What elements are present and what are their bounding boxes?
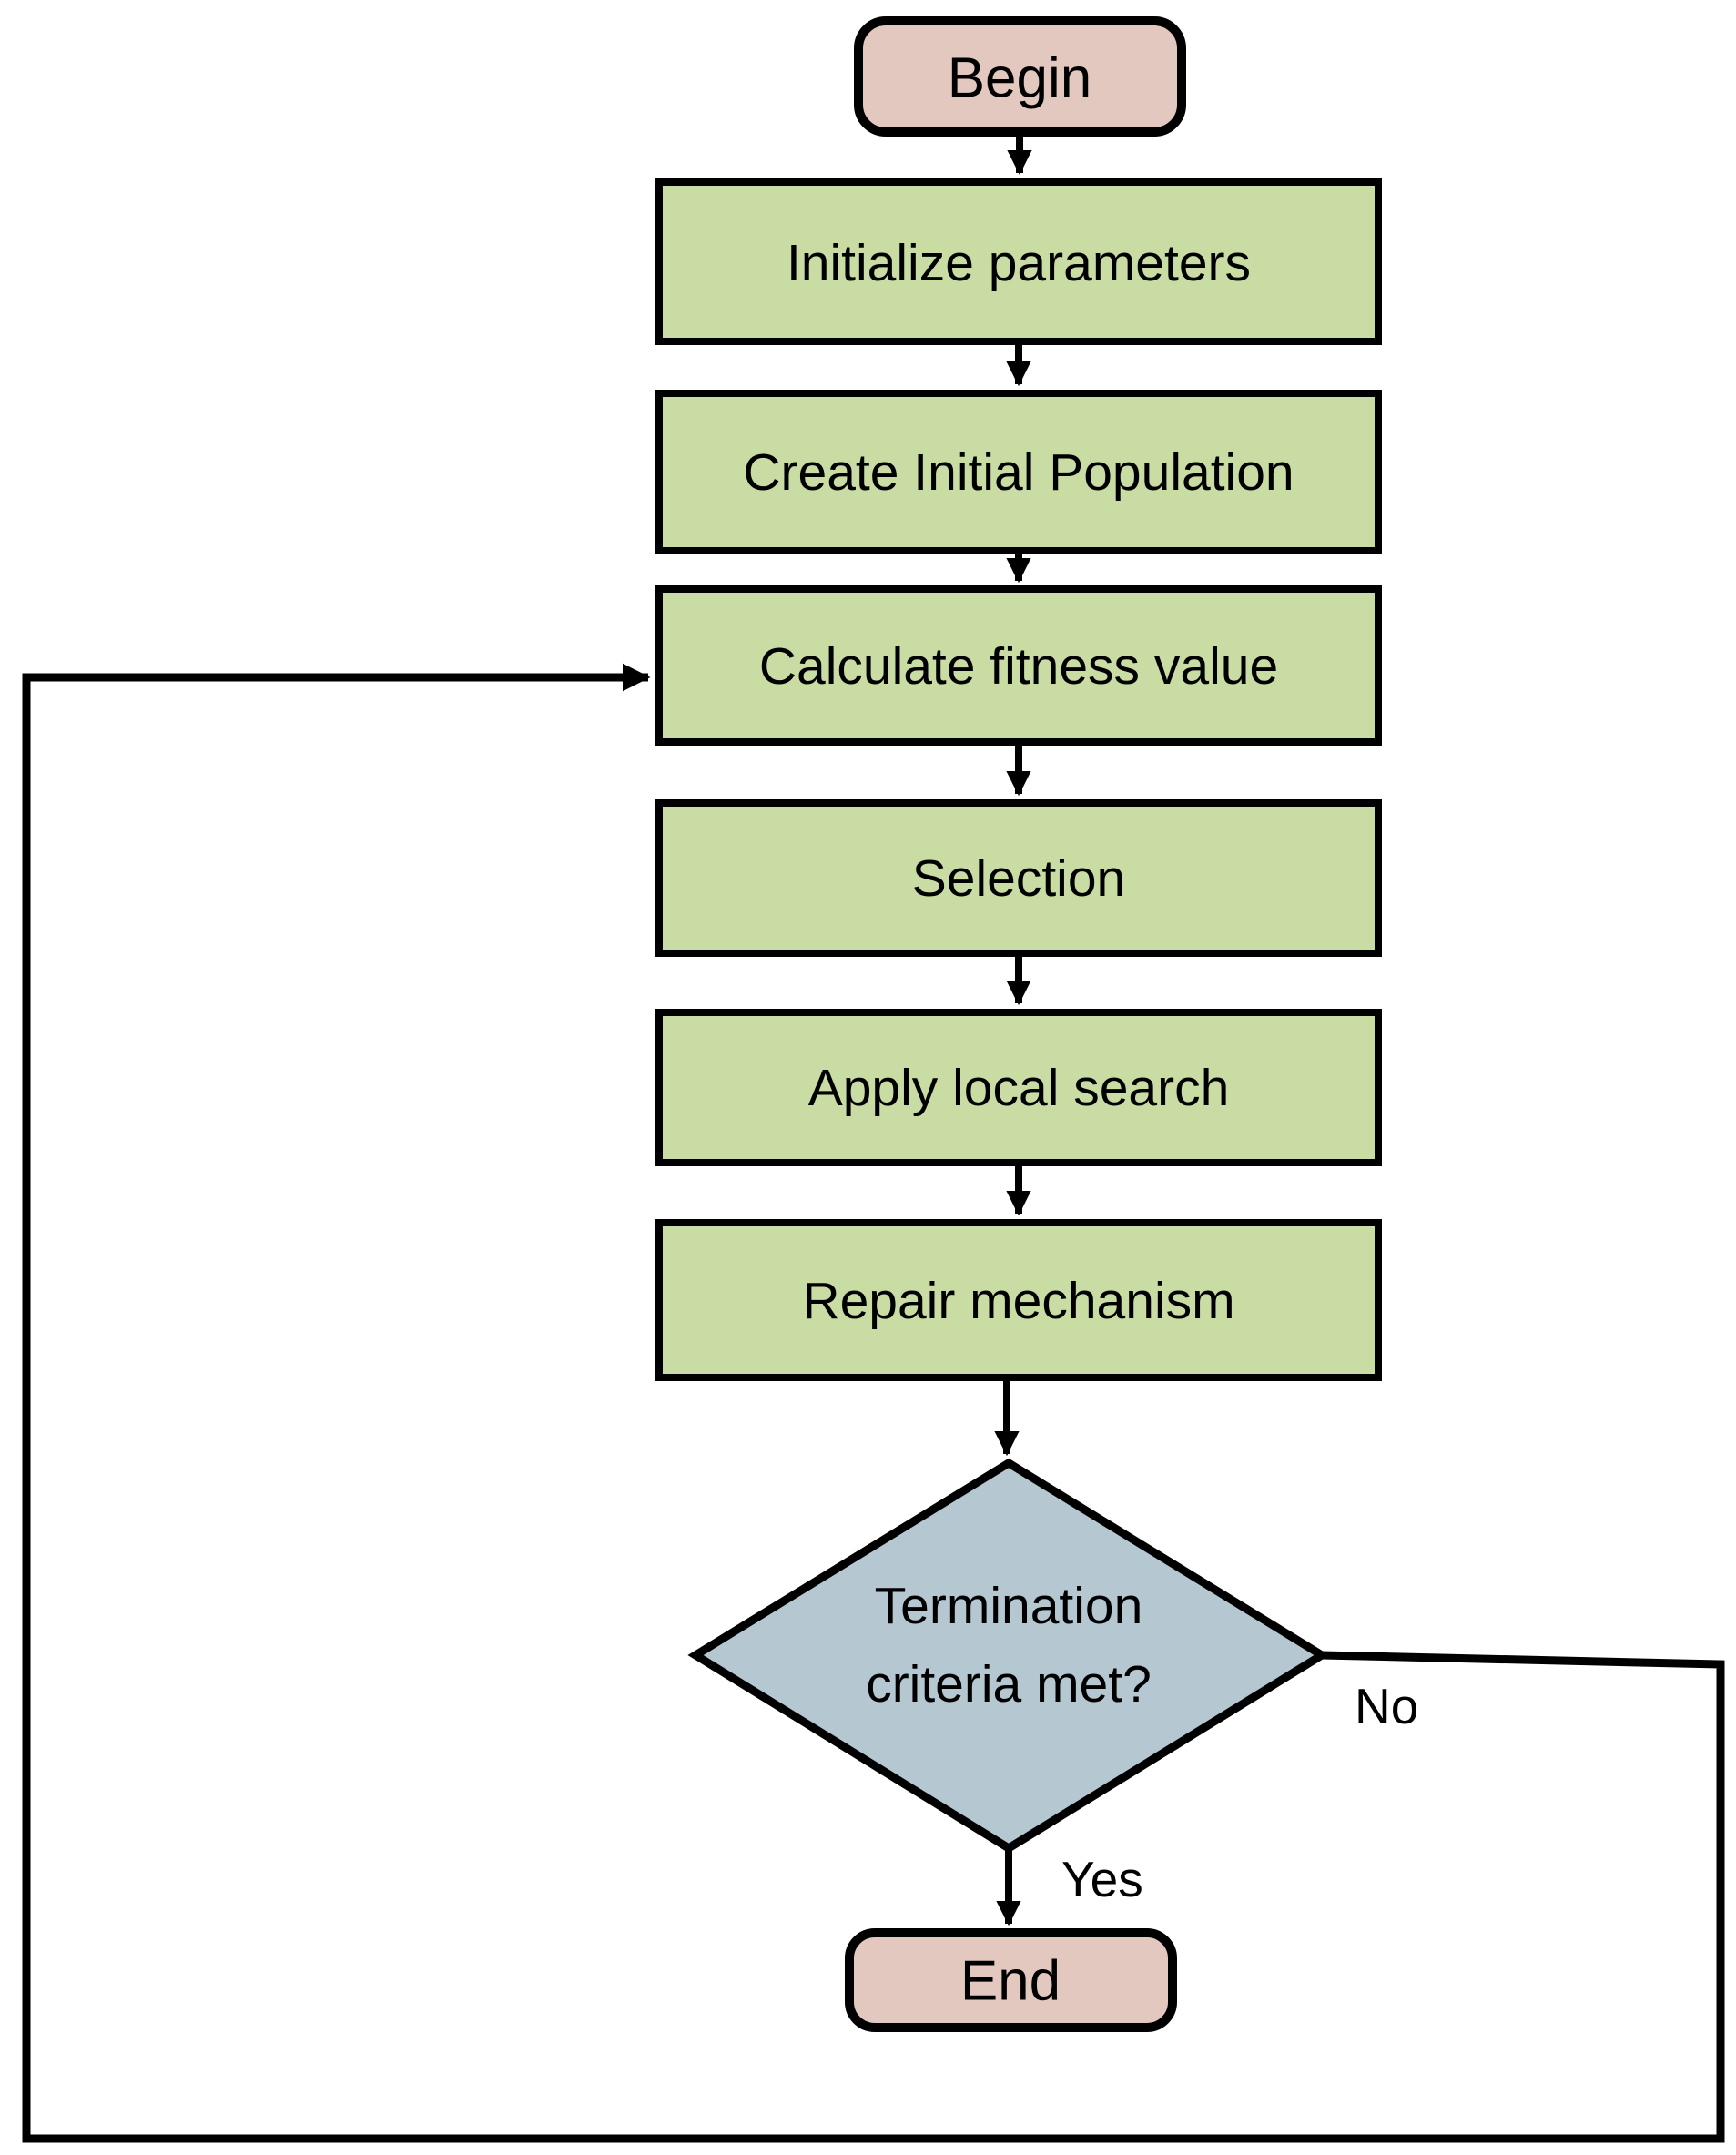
process-create-population-node: Create Initial Population bbox=[655, 390, 1382, 554]
process-selection-label: Selection bbox=[912, 849, 1126, 908]
process-calculate-fitness-node: Calculate fitness value bbox=[655, 585, 1382, 746]
decision-label-line2: criteria met? bbox=[866, 1655, 1152, 1713]
end-node: End bbox=[845, 1928, 1177, 2032]
decision-label-line1: Termination bbox=[875, 1577, 1143, 1635]
process-create-population-label: Create Initial Population bbox=[743, 443, 1294, 502]
no-label: No bbox=[1355, 1678, 1418, 1734]
process-calculate-fitness-label: Calculate fitness value bbox=[759, 637, 1278, 696]
no-loop-edge bbox=[22, 663, 1725, 2143]
process-repair-label: Repair mechanism bbox=[802, 1272, 1234, 1330]
process-initialize-label: Initialize parameters bbox=[787, 234, 1251, 292]
begin-label: Begin bbox=[948, 47, 1092, 110]
process-repair-node: Repair mechanism bbox=[655, 1219, 1382, 1381]
decision-termination-node: Termination criteria met? bbox=[687, 1458, 1330, 1854]
yes-label: Yes bbox=[1061, 1851, 1143, 1907]
end-label: End bbox=[960, 1950, 1061, 2013]
process-selection-node: Selection bbox=[655, 799, 1382, 957]
process-local-search-node: Apply local search bbox=[655, 1009, 1382, 1166]
process-initialize-node: Initialize parameters bbox=[655, 178, 1382, 345]
begin-node: Begin bbox=[854, 16, 1186, 137]
process-local-search-label: Apply local search bbox=[808, 1059, 1230, 1117]
